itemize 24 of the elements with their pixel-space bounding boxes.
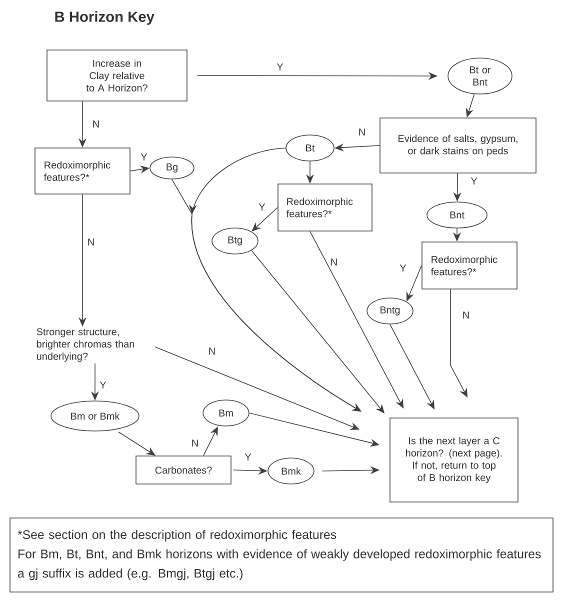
edge-label: N <box>207 346 217 356</box>
decision-box: Evidence of salts, gypsum, or dark stains on peds <box>380 118 536 174</box>
edge-label: Y <box>275 62 285 72</box>
edge-label: N <box>329 257 339 267</box>
edge-label: N <box>91 119 101 129</box>
title: B Horizon Key <box>55 11 154 25</box>
question-text: Stronger structure, brighter chromas than underlying? <box>36 328 134 362</box>
edge-label: N <box>86 237 96 247</box>
edge-label: Y <box>469 176 479 186</box>
edge-label: Y <box>139 152 149 162</box>
decision-box: Carbonates? <box>136 456 232 484</box>
edge-label: Y <box>243 452 253 462</box>
edge-label: Y <box>257 202 267 212</box>
decision-box: Redoximorphic features?* <box>278 184 372 232</box>
footnote-box: *See section on the description of redoximorphic features For Bm, Bt, Bnt, and Bmk horizons with evidence of weakly developed redoximorphic features a gj suffix is added (e.g. Bmgj, Btgj etc.) <box>10 518 554 592</box>
decision-box: Is the next layer a C horizon? (next page). If not, return to top of B horizon key <box>390 418 518 502</box>
decision-box: Redoximorphic features?* <box>34 148 130 194</box>
edge-label: Y <box>98 380 108 390</box>
edge-label: N <box>190 438 200 448</box>
decision-box: Increase in Clay relative to A Horizon? <box>46 50 188 102</box>
edge-label: N <box>357 127 367 137</box>
edge-label: N <box>461 310 471 320</box>
edge-label: Y <box>398 263 408 273</box>
decision-box: Redoximorphic features?* <box>422 242 518 290</box>
